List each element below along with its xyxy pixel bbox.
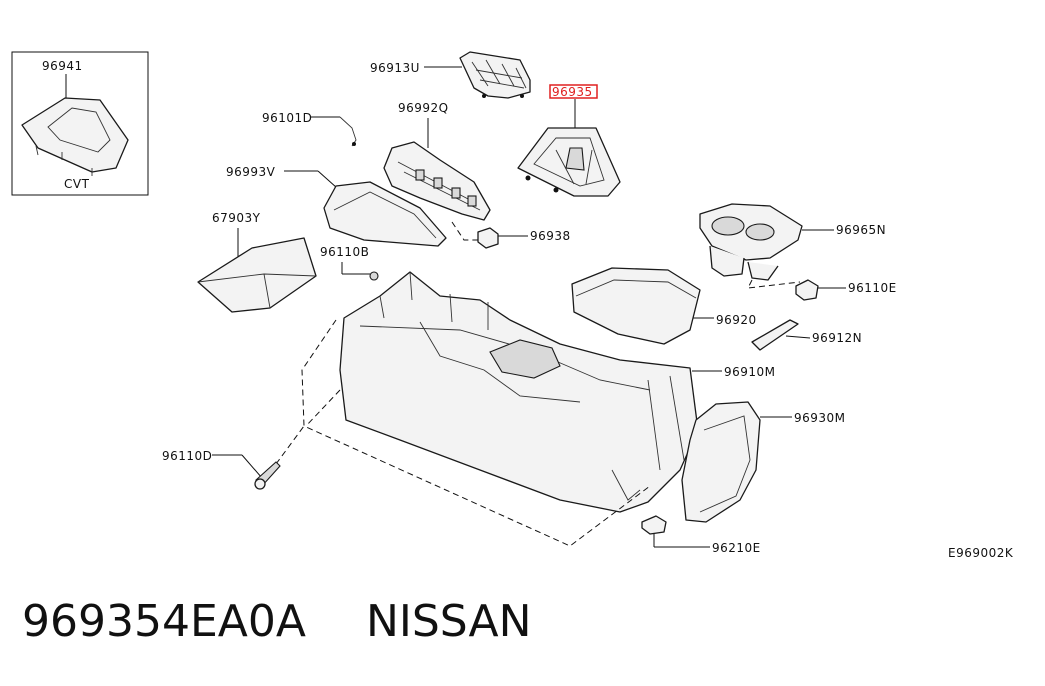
brand-name: NISSAN [365, 596, 532, 647]
label-96935: 96935 [552, 85, 593, 99]
part-96993V: 96993V [226, 165, 447, 247]
part-96992Q: 96992Q [383, 101, 491, 221]
label-96101D: 96101D [262, 111, 312, 125]
part-96110D: 96110D [162, 449, 281, 490]
label-96210E: 96210E [712, 541, 761, 555]
assembly-outline [275, 319, 651, 547]
label-96913U: 96913U [370, 61, 420, 75]
part-96101D: 96101D [262, 111, 357, 147]
part-96920: 96920 [571, 267, 757, 345]
part-96912N: 96912N [751, 319, 862, 351]
label-cvt: CVT [64, 177, 90, 191]
cvt-inset: 96941 CVT [11, 51, 149, 196]
label-96992Q: 96992Q [398, 101, 449, 115]
label-96910M: 96910M [724, 365, 776, 379]
highlight-box [549, 84, 598, 99]
label-67903Y: 67903Y [212, 211, 261, 225]
part-number: 969354EA0A [22, 596, 306, 647]
part-96210E: 96210E [641, 515, 761, 555]
diagram-code: E969002K [948, 546, 1014, 560]
part-96910M: 96910M [339, 271, 776, 513]
part-96930M: 96930M [681, 401, 846, 523]
part-96938: 96938 [451, 221, 571, 249]
label-96930M: 96930M [794, 411, 846, 425]
part-96110E: 96110E [795, 279, 897, 301]
label-96938: 96938 [530, 229, 571, 243]
part-96935: 96935 [517, 84, 621, 197]
part-96913U: 96913U [370, 51, 531, 99]
label-96920: 96920 [716, 313, 757, 327]
label-96941: 96941 [42, 59, 83, 73]
label-96110E: 96110E [848, 281, 897, 295]
label-96965N: 96965N [836, 223, 886, 237]
label-96110B: 96110B [320, 245, 369, 259]
label-96912N: 96912N [812, 331, 862, 345]
part-96965N: 96965N [699, 203, 886, 289]
label-96110D: 96110D [162, 449, 212, 463]
footer: 969354EA0A NISSAN [22, 596, 1022, 666]
label-96993V: 96993V [226, 165, 276, 179]
part-96110B: 96110B [320, 245, 379, 281]
part-67903Y: 67903Y [197, 211, 317, 313]
